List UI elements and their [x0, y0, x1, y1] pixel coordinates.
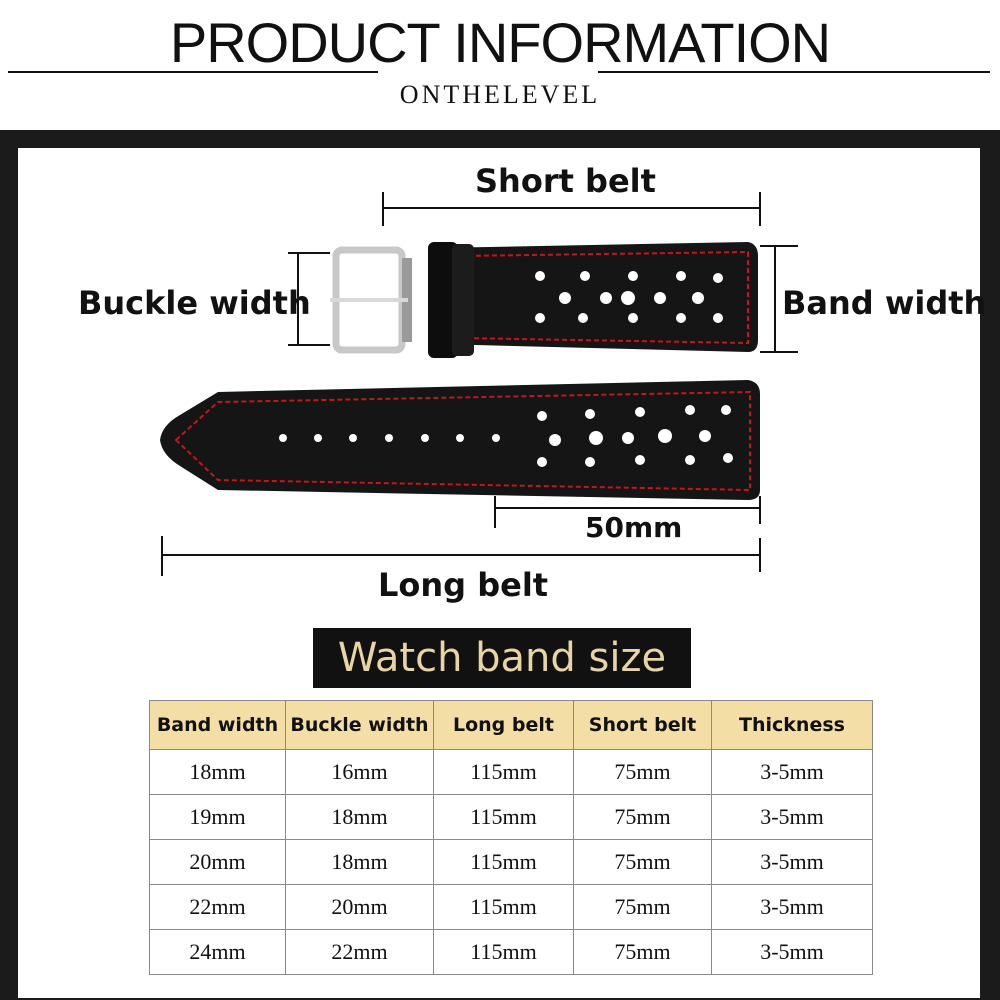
long-belt-holes — [279, 405, 733, 467]
table-row: 20mm 18mm 115mm 75mm 3-5mm — [149, 839, 873, 885]
page-title: PRODUCT INFORMATION — [169, 11, 831, 74]
table-cell: 18mm — [285, 839, 434, 885]
brand-name: ONTHELEVEL — [399, 80, 601, 109]
strap-keeper — [428, 242, 458, 358]
table-cell: 3-5mm — [711, 884, 873, 930]
table-cell: 20mm — [149, 839, 286, 885]
table-cell: 3-5mm — [711, 929, 873, 975]
table-cell: 115mm — [433, 794, 574, 840]
title-rule-right — [598, 71, 990, 73]
table-row: 22mm 20mm 115mm 75mm 3-5mm — [149, 884, 873, 930]
table-row: 24mm 22mm 115mm 75mm 3-5mm — [149, 929, 873, 975]
header-long-belt: Long belt — [433, 700, 574, 750]
table-cell: 75mm — [573, 884, 712, 930]
short-belt-label: Short belt — [475, 162, 656, 200]
table-cell: 115mm — [433, 749, 574, 795]
table-row: 18mm 16mm 115mm 75mm 3-5mm — [149, 749, 873, 795]
table-cell: 115mm — [433, 929, 574, 975]
table-cell: 75mm — [573, 794, 712, 840]
table-cell: 3-5mm — [711, 749, 873, 795]
table-cell: 24mm — [149, 929, 286, 975]
table-cell: 18mm — [285, 794, 434, 840]
table-cell: 3-5mm — [711, 794, 873, 840]
table-cell: 22mm — [149, 884, 286, 930]
buckle-icon — [330, 246, 412, 354]
fifty-mm-label: 50mm — [585, 511, 683, 544]
short-belt-strap — [428, 242, 758, 358]
short-belt-holes — [535, 271, 723, 323]
long-belt-label: Long belt — [378, 566, 549, 604]
table-cell: 115mm — [433, 884, 574, 930]
size-table-header: Band width Buckle width Long belt Short … — [149, 700, 873, 750]
table-cell: 22mm — [285, 929, 434, 975]
size-banner: Watch band size — [313, 628, 691, 688]
table-cell: 115mm — [433, 839, 574, 885]
size-table: Band width Buckle width Long belt Short … — [149, 700, 873, 975]
table-cell: 19mm — [149, 794, 286, 840]
band-width-label: Band width — [782, 284, 987, 322]
header-short-belt: Short belt — [573, 700, 712, 750]
table-cell: 75mm — [573, 839, 712, 885]
table-cell: 75mm — [573, 749, 712, 795]
table-cell: 75mm — [573, 929, 712, 975]
table-row: 19mm 18mm 115mm 75mm 3-5mm — [149, 794, 873, 840]
header-buckle-width: Buckle width — [285, 700, 434, 750]
table-cell: 18mm — [149, 749, 286, 795]
dimension-lines — [161, 192, 798, 576]
table-cell: 16mm — [285, 749, 434, 795]
buckle-width-label: Buckle width — [78, 284, 311, 322]
table-cell: 3-5mm — [711, 839, 873, 885]
title-rule-left — [8, 71, 378, 73]
header-band-width: Band width — [149, 700, 286, 750]
table-cell: 20mm — [285, 884, 434, 930]
header-thickness: Thickness — [711, 700, 873, 750]
